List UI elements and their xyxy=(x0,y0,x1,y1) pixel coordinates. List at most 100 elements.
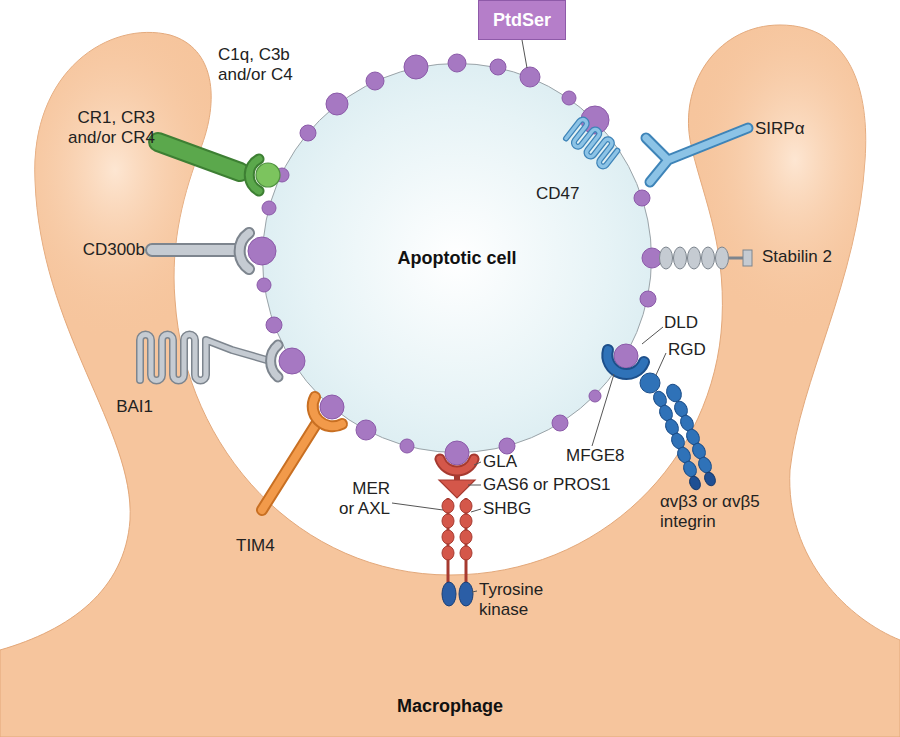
integrin-domain xyxy=(696,455,714,475)
protein-label: Stabilin 2 xyxy=(762,247,872,267)
mfge8-cup xyxy=(607,350,644,374)
cd300b-receptor xyxy=(152,233,249,269)
ptdser-dot xyxy=(490,59,506,75)
ptdser-dot xyxy=(562,91,576,105)
receptor-cup xyxy=(240,233,249,269)
macrophage-highlight xyxy=(685,0,900,330)
protein-label: CD300b xyxy=(50,240,145,260)
protein-label: SHBG xyxy=(483,499,543,519)
receptor-stem xyxy=(262,421,318,510)
node-label: PtdSer xyxy=(493,10,551,31)
protein-label: MER or AXL xyxy=(334,479,390,518)
gla-domain xyxy=(440,459,474,471)
ptdser-dot xyxy=(257,278,271,292)
ptdser-dot xyxy=(634,190,650,206)
cd47-protein xyxy=(566,118,620,168)
protein-label: TIM4 xyxy=(236,536,296,556)
ptdser-dot xyxy=(248,237,276,265)
mfge8-cup xyxy=(607,350,644,374)
ptdser-dot xyxy=(266,317,282,333)
cd47-sirpa xyxy=(566,118,748,182)
stabilin-domain xyxy=(688,247,701,269)
stabilin-anchor xyxy=(743,250,752,266)
fn-domain xyxy=(460,546,472,560)
leader-line xyxy=(474,462,481,465)
kinase-domain xyxy=(459,582,473,606)
bridging-ligand xyxy=(439,480,475,498)
fn-domain xyxy=(442,530,454,544)
integrin-domain xyxy=(664,382,684,404)
receptor-stem xyxy=(152,245,238,255)
fn-domain xyxy=(460,530,472,544)
sirpa-protein xyxy=(646,128,748,182)
ptdser-dot xyxy=(640,291,656,307)
receptor-body xyxy=(158,142,240,172)
ptdser-dot xyxy=(520,67,540,87)
ptdser-dot xyxy=(326,93,348,115)
ig-domain xyxy=(460,499,472,513)
seven-tm-domain xyxy=(140,335,270,381)
ptdser-dot xyxy=(448,54,466,72)
ptdser-dot xyxy=(404,55,428,79)
stabilin-domain xyxy=(660,247,673,269)
tim4-receptor xyxy=(262,397,342,510)
leader-line xyxy=(656,353,666,375)
protein-label: CR1, CR3 and/or CR4 xyxy=(48,108,155,147)
ptdser-dot xyxy=(300,125,316,141)
leader-line xyxy=(468,485,481,486)
stabilin-domain xyxy=(702,247,715,269)
complement-ball xyxy=(256,163,280,187)
node-label: Macrophage xyxy=(397,696,503,717)
marker-box: PtdSer xyxy=(478,0,566,40)
macrophage-body xyxy=(0,25,900,737)
receptor-cup xyxy=(271,345,278,377)
macrophage-highlight xyxy=(0,0,235,340)
ig-domain xyxy=(442,499,454,513)
ptdser-dot xyxy=(552,415,568,431)
ptdser-dots xyxy=(248,54,662,465)
protein-label: CD47 xyxy=(536,184,596,204)
receptor-body xyxy=(158,142,240,172)
mer-axl-receptor xyxy=(439,459,475,606)
rgd-ball xyxy=(640,373,660,393)
complement-receptor xyxy=(158,142,280,191)
receptor-stem xyxy=(152,243,238,257)
receptor-cup xyxy=(271,345,278,377)
leader-line xyxy=(471,509,481,512)
protein-label: GLA xyxy=(483,452,533,472)
macrophage-highlight xyxy=(0,0,900,340)
bai1-receptor xyxy=(140,335,278,381)
protein-label: αvβ3 or αvβ5 integrin xyxy=(660,492,772,531)
fn-domain xyxy=(442,546,454,560)
ig-domain xyxy=(442,514,454,528)
ptdser-dot xyxy=(589,390,601,402)
stabilin-domain xyxy=(716,247,729,269)
integrin-domain xyxy=(681,459,699,479)
integrin-tail xyxy=(703,471,718,488)
protein-label: RGD xyxy=(668,340,718,360)
leader-line xyxy=(392,503,443,510)
ptdser-dot xyxy=(262,201,276,215)
kinase-domain xyxy=(442,582,456,606)
receptor-stem xyxy=(262,421,318,510)
protein-label: MFGE8 xyxy=(566,446,636,466)
protein-label: Tyrosine kinase xyxy=(479,580,559,619)
ptdser-dot xyxy=(614,344,638,368)
protein-label: BAI1 xyxy=(98,397,153,417)
ptdser-dot xyxy=(279,348,305,374)
ptdser-dot xyxy=(356,420,376,440)
ptdser-dot xyxy=(320,395,344,419)
receptor-cup xyxy=(240,233,249,269)
stabilin-receptor xyxy=(660,247,753,269)
ptdser-dot xyxy=(445,441,469,465)
integrin-receptor xyxy=(607,350,717,491)
seven-tm-domain xyxy=(140,335,270,381)
gla-domain xyxy=(440,459,474,471)
node-label: Apoptotic cell xyxy=(397,248,516,269)
leader-line xyxy=(522,40,527,68)
ptdser-dot xyxy=(499,438,515,454)
leader-line xyxy=(472,591,477,592)
protein-label: DLD xyxy=(664,313,714,333)
ptdser-dot xyxy=(400,439,414,453)
stabilin-stem xyxy=(729,257,744,260)
